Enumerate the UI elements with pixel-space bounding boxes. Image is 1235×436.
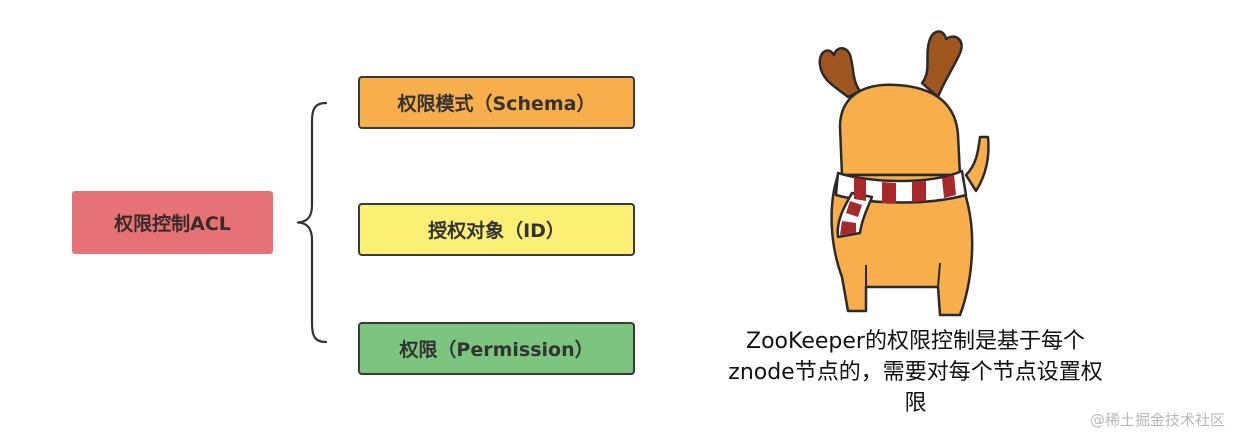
curly-brace-connector xyxy=(296,101,328,344)
child-node-label: 权限（Permission） xyxy=(399,339,594,361)
child-node-permission: 权限（Permission） xyxy=(358,322,635,375)
root-node-label: 权限控制ACL xyxy=(114,213,231,235)
caption-text: ZooKeeper的权限控制是基于每个znode节点的，需要对每个节点设置权限 xyxy=(728,329,1103,416)
child-node-label: 权限模式（Schema） xyxy=(397,93,596,115)
child-node-label: 授权对象（ID） xyxy=(428,220,565,242)
reindeer-mascot-icon xyxy=(818,30,990,317)
child-node-id: 授权对象（ID） xyxy=(358,203,635,256)
child-node-schema: 权限模式（Schema） xyxy=(358,76,635,129)
watermark: @稀土掘金技术社区 xyxy=(1089,411,1225,429)
root-node: 权限控制ACL xyxy=(72,191,273,254)
